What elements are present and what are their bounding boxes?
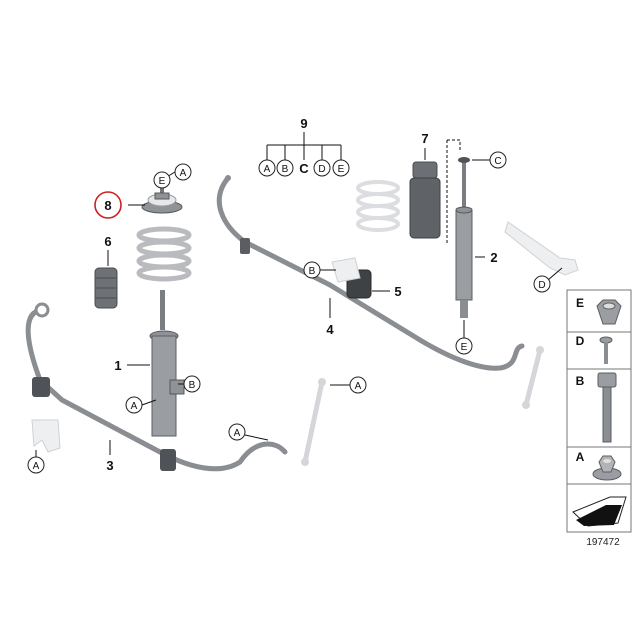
- svg-text:D: D: [538, 280, 545, 291]
- callout-3[interactable]: 3: [106, 458, 113, 473]
- svg-text:E: E: [576, 296, 584, 310]
- callout-2[interactable]: 2: [490, 250, 497, 265]
- svg-text:B: B: [309, 266, 316, 277]
- svg-text:B: B: [576, 374, 585, 388]
- letter-bubble-B-strut[interactable]: B: [183, 375, 201, 393]
- svg-text:C: C: [299, 161, 309, 176]
- callout-1[interactable]: 1: [114, 358, 121, 373]
- svg-text:B: B: [282, 164, 289, 175]
- legend-row-E[interactable]: E: [576, 296, 622, 325]
- group-9-letter-D[interactable]: D: [313, 159, 331, 177]
- letter-bubble-A-strut[interactable]: A: [125, 396, 143, 414]
- letter-bubble-E-top[interactable]: E: [153, 171, 171, 189]
- group-9-letter-A[interactable]: A: [258, 159, 276, 177]
- letter-bubble-C[interactable]: C: [489, 151, 507, 169]
- svg-text:C: C: [494, 156, 501, 167]
- group-9-bracket: [266, 132, 342, 160]
- arrow-icon: [572, 496, 627, 527]
- rear-stabilizer-bar-part-4[interactable]: [216, 175, 525, 371]
- callout-4[interactable]: 4: [326, 322, 334, 337]
- svg-text:B: B: [189, 380, 196, 391]
- svg-text:A: A: [33, 461, 40, 472]
- letter-bubble-B-bushing[interactable]: B: [303, 261, 321, 279]
- front-stabilizer-bar-part-3[interactable]: [25, 302, 288, 472]
- callout-8[interactable]: 8: [104, 198, 111, 213]
- svg-text:A: A: [180, 168, 187, 179]
- svg-text:D: D: [576, 334, 585, 348]
- callout-7[interactable]: 7: [421, 131, 428, 146]
- legend-row-D[interactable]: D: [576, 334, 613, 364]
- letter-bubble-A-bar-end[interactable]: A: [228, 423, 246, 441]
- front-stabilizer-link: [301, 378, 326, 466]
- svg-text:E: E: [338, 164, 345, 175]
- rear-control-arm-faint: [504, 221, 579, 276]
- letter-bubble-D[interactable]: D: [533, 275, 551, 293]
- svg-text:E: E: [461, 342, 468, 353]
- doc-number: 197472: [586, 537, 620, 548]
- svg-text:E: E: [159, 176, 166, 187]
- bump-stop-part-6[interactable]: [94, 267, 118, 309]
- group-9-letter-C[interactable]: C: [299, 161, 309, 176]
- letter-bubble-A-top[interactable]: A: [174, 163, 192, 181]
- svg-text:A: A: [264, 164, 271, 175]
- front-strut-part-1[interactable]: [149, 290, 185, 437]
- callout-9[interactable]: 9: [300, 116, 307, 131]
- rear-coil-spring-faint: [356, 180, 400, 232]
- letter-bubble-A-bushing[interactable]: A: [27, 456, 45, 474]
- svg-text:A: A: [234, 428, 241, 439]
- letter-bubble-E-shock[interactable]: E: [455, 337, 473, 355]
- flange-nut-icon: [592, 455, 622, 481]
- screw-icon: [599, 336, 613, 364]
- group-9-letter-B[interactable]: B: [276, 159, 294, 177]
- front-coil-spring: [136, 226, 192, 282]
- callout-6[interactable]: 6: [104, 234, 111, 249]
- legend-row-B[interactable]: B: [576, 372, 617, 443]
- rear-shock-bracket: [446, 139, 461, 245]
- group-9-letter-E[interactable]: E: [332, 159, 350, 177]
- rear-dust-boot-part-7[interactable]: [409, 161, 441, 239]
- letter-bubble-A-link[interactable]: A: [349, 376, 367, 394]
- bushing-bracket-faint: [331, 257, 361, 283]
- rear-stabilizer-link: [522, 346, 544, 409]
- svg-text:A: A: [355, 381, 362, 392]
- svg-text:A: A: [131, 401, 138, 412]
- strut-mount-part-8[interactable]: [141, 180, 183, 214]
- stabilizer-bushing-faint: [31, 419, 61, 453]
- callout-5[interactable]: 5: [394, 284, 401, 299]
- hex-nut-icon: [596, 299, 622, 325]
- fastener-legend: [566, 289, 632, 533]
- nut-icon: [458, 157, 470, 163]
- hex-bolt-icon: [597, 372, 617, 443]
- highlight-ring: [94, 191, 122, 219]
- legend-row-A[interactable]: A: [576, 450, 622, 481]
- svg-text:D: D: [318, 164, 325, 175]
- rear-shock-part-2[interactable]: [455, 160, 473, 318]
- svg-text:A: A: [576, 450, 585, 464]
